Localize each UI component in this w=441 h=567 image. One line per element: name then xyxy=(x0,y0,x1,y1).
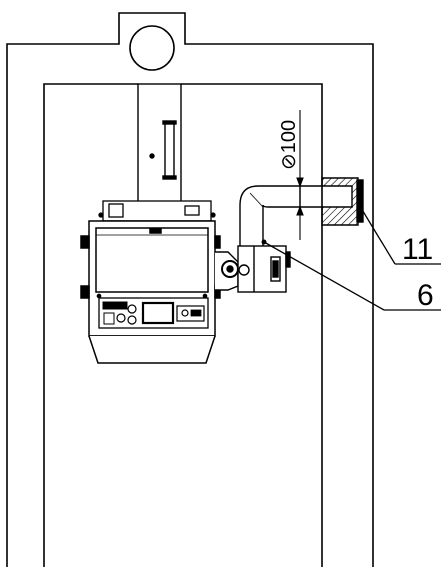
control-panel xyxy=(98,297,209,329)
chimney-opening xyxy=(129,25,175,71)
wall-sleeve xyxy=(321,177,364,226)
boiler-top-plate xyxy=(98,200,216,222)
diameter-label: ⊘100 xyxy=(278,120,300,170)
callout-6-label: 6 xyxy=(417,279,434,312)
pellet-burner xyxy=(215,245,291,293)
vertical-flue-pipe xyxy=(137,83,182,203)
boiler-base xyxy=(88,335,216,364)
callout-11-leader xyxy=(357,202,441,265)
room-outline xyxy=(6,12,374,567)
callout-6-leader xyxy=(263,241,441,311)
diameter-dimension xyxy=(296,110,322,240)
callout-11-label: 11 xyxy=(402,233,433,266)
connector-pipe xyxy=(239,185,323,246)
